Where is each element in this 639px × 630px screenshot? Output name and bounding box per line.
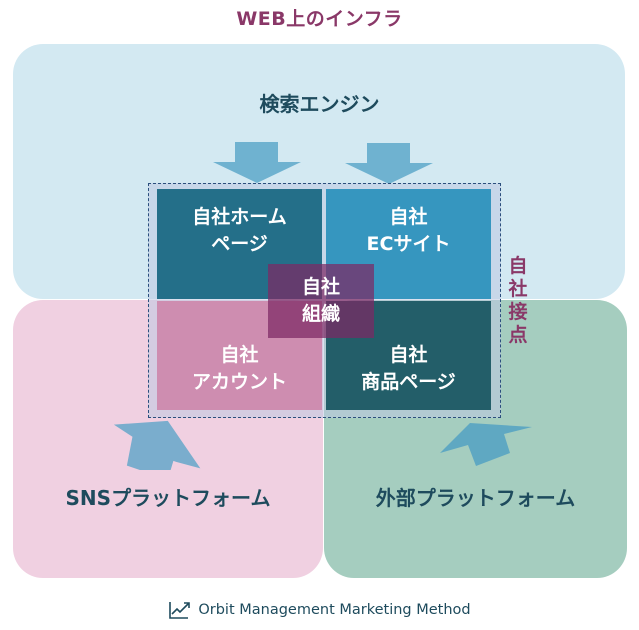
- contact-label-char: 接: [508, 301, 528, 323]
- account-line-2: アカウント: [191, 370, 287, 393]
- chart-growth-icon: [169, 602, 191, 619]
- organization-line-2: 組織: [301, 303, 340, 325]
- footer: Orbit Management Marketing Method: [0, 600, 639, 620]
- homepage-line-2: ページ: [211, 233, 268, 255]
- contact-label-char: 自: [508, 255, 528, 277]
- ec-site-tile: 自社 ECサイト: [326, 189, 491, 299]
- contact-label-char: 社: [508, 278, 528, 300]
- organization-line-1: 自社: [301, 276, 340, 298]
- contact-label-char: 点: [508, 324, 528, 346]
- up-right-arrow-icon: [440, 423, 532, 466]
- account-line-1: 自社: [220, 343, 259, 366]
- search-engine-label: 検索エンジン: [259, 92, 380, 116]
- diagram-title: WEB上のインフラ: [236, 8, 403, 30]
- external-platform-label: 外部プラットフォーム: [375, 486, 576, 510]
- homepage-line-1: 自社ホーム: [192, 206, 287, 228]
- product-page-line-2: 商品ページ: [361, 370, 456, 393]
- footer-text: Orbit Management Marketing Method: [198, 602, 471, 618]
- contact-points-border: [148, 183, 501, 418]
- organization-tile: 自社 組織: [268, 264, 374, 338]
- product-page-line-1: 自社: [389, 343, 428, 366]
- ec-site-line-2: ECサイト: [366, 233, 451, 255]
- contact-points-label: 自 社 接 点: [506, 255, 530, 347]
- sns-platform-label: SNSプラットフォーム: [65, 486, 271, 510]
- down-arrow-icon: [213, 142, 301, 183]
- ec-site-line-1: 自社: [389, 206, 428, 228]
- down-arrow-icon: [345, 143, 433, 184]
- up-right-arrow-icon: [113, 420, 201, 470]
